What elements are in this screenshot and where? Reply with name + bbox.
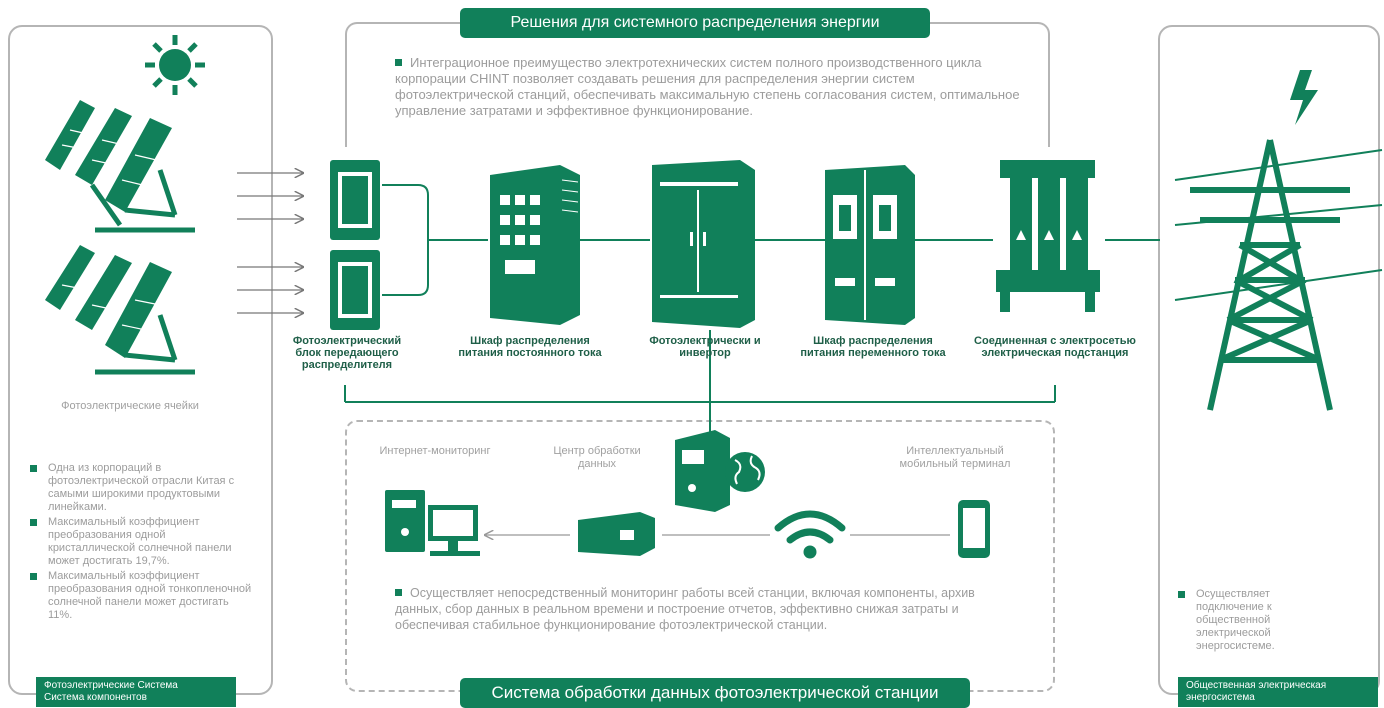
server-icon xyxy=(675,430,730,512)
list-item: Одна из корпораций в фотоэлектрической о… xyxy=(30,462,255,514)
bottom-description-text: Осуществляет непосредственный мониторинг… xyxy=(395,586,975,632)
lightning-icon xyxy=(1290,70,1318,125)
bullet-marker xyxy=(395,589,402,596)
list-item: Осуществляет подключение к общественной … xyxy=(1178,588,1288,653)
sun-icon xyxy=(145,35,205,95)
cabinet-icon xyxy=(652,160,755,328)
mobile-terminal-label: Интеллектуальный мобильный терминал xyxy=(899,445,1011,470)
right-badge: Общественная электрическая энергосистема xyxy=(1178,677,1378,707)
left-bullet-list: Одна из корпораций в фотоэлектрической о… xyxy=(30,462,255,624)
component-label: Фотоэлектрически и инвертор xyxy=(649,335,761,359)
transformer-icon xyxy=(996,160,1100,312)
component-label: Шкаф распределения питания постоянного т… xyxy=(458,335,602,359)
computer-icon xyxy=(385,490,480,556)
bullet-marker xyxy=(1178,591,1185,598)
top-description: Интеграционное преимущество электротехни… xyxy=(395,55,1035,119)
cabinet-icon xyxy=(490,165,580,325)
bullet-marker xyxy=(30,573,37,580)
bottom-title: Система обработки данных фотоэлектрическ… xyxy=(460,678,970,708)
data-center-label: Центр обработки данных xyxy=(553,445,641,470)
solar-panel-icon xyxy=(45,245,195,375)
top-title: Решения для системного распределения эне… xyxy=(460,8,930,38)
top-description-text: Интеграционное преимущество электротехни… xyxy=(395,55,1020,118)
solar-cells-label: Фотоэлектрические ячейки xyxy=(61,400,199,412)
transmission-tower-icon xyxy=(1174,139,1383,411)
wifi-icon xyxy=(774,510,846,559)
bottom-description: Осуществляет непосредственный мониторинг… xyxy=(395,585,1005,633)
internet-monitoring-label: Интернет-мониторинг xyxy=(379,445,491,457)
solar-panel-icon xyxy=(45,100,195,233)
list-item-text: Максимальный коэффициент преобразования … xyxy=(48,516,232,567)
cabinet-icon xyxy=(825,165,915,325)
list-item-text: Одна из корпораций в фотоэлектрической о… xyxy=(48,462,235,513)
list-item: Максимальный коэффициент преобразования … xyxy=(30,516,255,568)
component-label: Соединенная с электросетью электрическая… xyxy=(974,335,1136,359)
right-badge-line: Общественная электрическая xyxy=(1186,680,1327,691)
component-label: Шкаф распределения питания переменного т… xyxy=(800,335,946,359)
globe-icon xyxy=(725,452,765,492)
bullet-marker xyxy=(30,465,37,472)
left-badge: Фотоэлектрические Система Система компон… xyxy=(36,677,236,707)
bullet-marker xyxy=(395,59,402,66)
phone-icon xyxy=(958,500,990,558)
right-bullet-list: Осуществляет подключение к общественной … xyxy=(1178,588,1288,655)
left-badge-line: Система компонентов xyxy=(44,692,147,703)
bullet-marker xyxy=(30,519,37,526)
component-label: Фотоэлектрический блок передающего распр… xyxy=(292,335,402,371)
router-icon xyxy=(578,512,655,556)
left-badge-line: Фотоэлектрические Система xyxy=(44,680,178,691)
list-item: Максимальный коэффициент преобразования … xyxy=(30,570,255,622)
list-item-text: Максимальный коэффициент преобразования … xyxy=(48,570,252,621)
cabinet-icon xyxy=(330,160,380,330)
right-badge-line: энергосистема xyxy=(1186,692,1255,703)
list-item-text: Осуществляет подключение к общественной … xyxy=(1196,588,1275,652)
